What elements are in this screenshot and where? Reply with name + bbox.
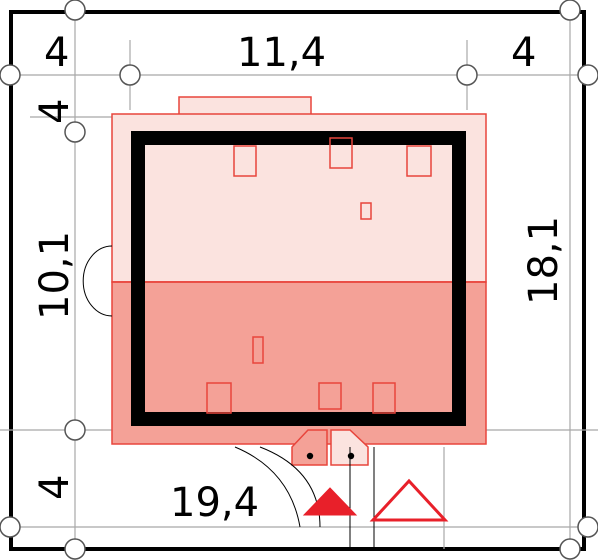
dimension-bottom-total: 19,4 (170, 480, 259, 526)
dimension-top-middle: 11,4 (237, 30, 326, 76)
dimension-left-upper: 4 (32, 99, 78, 124)
windows (206, 137, 432, 414)
plot-boundary (9, 10, 586, 551)
terrace-arc (82, 245, 113, 317)
house-walls (131, 131, 466, 426)
dimension-top-left: 4 (44, 30, 69, 76)
dimension-left-middle: 10,1 (32, 231, 78, 320)
dimension-top-right: 4 (511, 30, 536, 76)
pedestrian-entrance-marker (302, 487, 358, 516)
entrance-porch (291, 429, 369, 466)
house-footprint (111, 96, 487, 466)
dimension-left-lower: 4 (32, 475, 78, 500)
vehicle-entrance-marker (369, 478, 449, 522)
dimension-right-total: 18,1 (521, 216, 567, 305)
